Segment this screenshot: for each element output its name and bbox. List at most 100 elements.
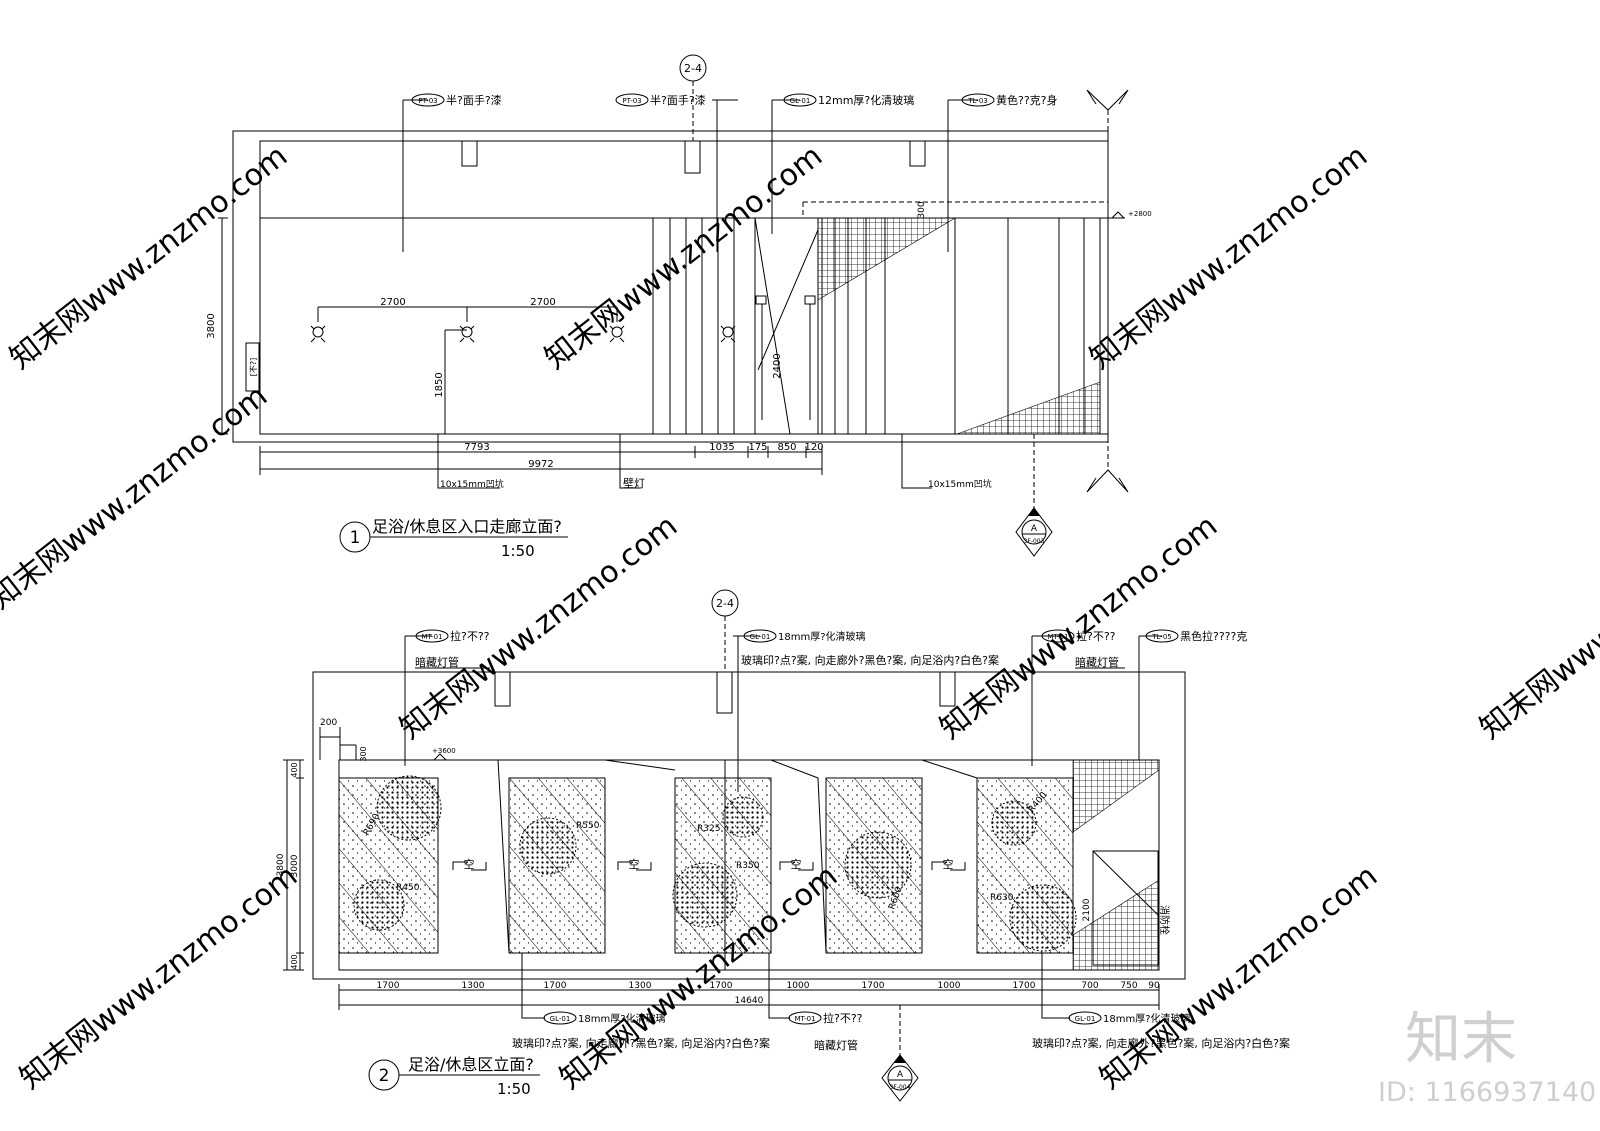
tag-tl05: TL-05 黑色拉????克 <box>1145 629 1247 643</box>
svg-text:R550: R550 <box>576 821 600 831</box>
callout-a-1: A 3F-003 <box>1015 434 1053 557</box>
drawing-title-2: 足浴/休息区立面? <box>408 1055 534 1074</box>
dim-light-spacing-b: 2700 <box>530 297 555 308</box>
drawing-scale-2: 1:50 <box>497 1080 531 1098</box>
tag-mt01-bottom: MT-01 拉?不?? <box>788 1011 863 1025</box>
svg-text:18mm厚?化清玻璃: 18mm厚?化清玻璃 <box>778 630 866 643</box>
drawing-number: 1 <box>350 528 361 548</box>
watermark-id: ID: 1166937140 <box>1378 1077 1596 1108</box>
width-dimensions: 1700 1300 1700 1300 1700 1000 1700 1000 … <box>377 981 1160 991</box>
dim-v2100: 2100 <box>1082 898 1092 921</box>
svg-text:R325: R325 <box>697 824 720 834</box>
note-glass-print-right: 玻璃印?点?案, 向走廊外?黑色?案, 向足浴内?白色?案 <box>1032 1036 1290 1050</box>
svg-text:TL-03: TL-03 <box>967 97 988 105</box>
svg-text:PT-03: PT-03 <box>622 97 641 105</box>
dim-v400b: 400 <box>290 954 299 969</box>
side-label: [不?] <box>249 358 258 377</box>
level-mark: +2800 <box>1128 210 1152 218</box>
watermark-text: 知末网www.znzmo.com <box>1473 508 1600 746</box>
svg-text:MT-01: MT-01 <box>421 633 442 641</box>
watermark-text: 知末网www.znzmo.com <box>538 138 829 376</box>
svg-text:GL-01: GL-01 <box>750 633 771 641</box>
level-mark-2: +3600 <box>432 747 456 755</box>
note-hidden-light-right: 暗藏灯管 <box>1075 655 1119 669</box>
elevation-2: 2-4 空 空 空 空 R690 <box>276 589 1290 1102</box>
dim-total-2: 14640 <box>735 996 764 1006</box>
tag-gl01-bottom-left: GL-01 18mm厚?化清玻璃 <box>543 1011 666 1025</box>
svg-text:黑色拉????克: 黑色拉????克 <box>1180 629 1247 643</box>
svg-text:拉?不??: 拉?不?? <box>823 1011 863 1025</box>
svg-text:MT-01: MT-01 <box>1047 633 1068 641</box>
tag-pt03-mid: PT-03 半?面手?漆 <box>615 93 706 107</box>
dim-v3000: 3000 <box>290 854 300 877</box>
dim-light-height: 1850 <box>434 372 445 397</box>
svg-text:空: 空 <box>791 857 802 871</box>
svg-text:空: 空 <box>464 857 475 871</box>
dim-175: 175 <box>748 442 767 453</box>
svg-text:1700: 1700 <box>1013 981 1036 991</box>
svg-text:拉?不??: 拉?不?? <box>1076 629 1116 643</box>
svg-text:黄色??克?身: 黄色??克?身 <box>996 93 1058 107</box>
svg-text:R350: R350 <box>736 861 760 871</box>
svg-text:1700: 1700 <box>377 981 400 991</box>
tag-gl01-top: GL-01 18mm厚?化清玻璃 <box>743 629 866 643</box>
svg-text:半?面手?漆: 半?面手?漆 <box>446 93 502 107</box>
svg-text:3F-003: 3F-003 <box>1024 538 1045 545</box>
watermark-text: 知末网www.znzmo.com <box>393 508 684 746</box>
svg-text:700: 700 <box>1081 981 1098 991</box>
svg-text:750: 750 <box>1120 981 1137 991</box>
svg-text:R630: R630 <box>990 893 1014 903</box>
dim-light-spacing-a: 2700 <box>380 297 405 308</box>
watermark-text: 知末网www.znzmo.com <box>1083 138 1374 376</box>
tag-gl01: GL-01 12mm厚?化清玻璃 <box>783 93 914 107</box>
svg-text:PT-03: PT-03 <box>418 97 437 105</box>
dim-300: 300 <box>917 201 927 218</box>
svg-text:1300: 1300 <box>462 981 485 991</box>
svg-text:12mm厚?化清玻璃: 12mm厚?化清玻璃 <box>818 93 914 107</box>
tag-gl01-bottom-right: GL-01 18mm厚?化清玻璃 <box>1068 1011 1191 1025</box>
note-glass-print-top: 玻璃印?点?案, 向走廊外?黑色?案, 向足浴内?白色?案 <box>741 653 999 667</box>
dim-7793: 7793 <box>464 442 489 453</box>
watermark-text: 知末网www.znzmo.com <box>933 508 1224 746</box>
dim-height: 3800 <box>206 313 217 338</box>
dim-850: 850 <box>777 442 796 453</box>
svg-text:MT-01: MT-01 <box>794 1015 815 1023</box>
svg-text:1300: 1300 <box>629 981 652 991</box>
watermark-text: 知末网www.znzmo.com <box>13 858 304 1096</box>
svg-text:GL-01: GL-01 <box>550 1015 571 1023</box>
tag-pt03-left: PT-03 半?面手?漆 <box>411 93 502 107</box>
svg-text:GL-01: GL-01 <box>1075 1015 1096 1023</box>
title-block-1: 1 足浴/休息区入口走廊立面? 1:50 <box>339 517 568 560</box>
svg-text:半?面手?漆: 半?面手?漆 <box>650 93 706 107</box>
svg-text:空: 空 <box>629 857 640 871</box>
tag-mt01-right: MT-01 拉?不?? <box>1041 629 1116 643</box>
dim-total: 9972 <box>528 459 553 470</box>
svg-text:1700: 1700 <box>710 981 733 991</box>
svg-text:R450: R450 <box>396 883 420 893</box>
svg-text:A: A <box>1031 524 1038 534</box>
callout-a-2: A 3F-004 <box>881 1005 919 1102</box>
svg-text:18mm厚?化清玻璃: 18mm厚?化清玻璃 <box>1103 1012 1191 1025</box>
hydrant-label: 消防栓 <box>1158 905 1171 935</box>
svg-text:空: 空 <box>943 857 954 871</box>
note-groove-left: 10x15mm凹坑 <box>440 478 504 490</box>
note-sconce: 壁灯 <box>623 476 645 490</box>
drawing-scale: 1:50 <box>501 542 535 560</box>
wall-lamps <box>310 306 736 434</box>
section-marker-bottom: 2-4 <box>716 597 734 610</box>
dim-v3800: 3800 <box>276 853 286 876</box>
note-glass-print-left: 玻璃印?点?案, 向走廊外?黑色?案, 向足浴内?白色?案 <box>512 1036 770 1050</box>
section-marker-top: 2-4 <box>684 62 702 75</box>
svg-text:1700: 1700 <box>862 981 885 991</box>
svg-text:1000: 1000 <box>938 981 961 991</box>
svg-text:1700: 1700 <box>544 981 567 991</box>
empty-labels: 空 空 空 空 <box>452 857 966 871</box>
drawing-title: 足浴/休息区入口走廊立面? <box>372 517 562 536</box>
note-hidden-light-bottom: 暗藏灯管 <box>814 1038 858 1052</box>
dim-1035: 1035 <box>709 442 734 453</box>
dim-v400a: 400 <box>290 762 299 777</box>
elevation-1: 2-4 PT-03 半?面手?漆 PT-03 半?面手?漆 GL-01 12mm… <box>206 54 1152 560</box>
tag-tl03: TL-03 黄色??克?身 <box>961 93 1058 107</box>
tag-mt01-left: MT-01 拉?不?? <box>415 629 490 643</box>
